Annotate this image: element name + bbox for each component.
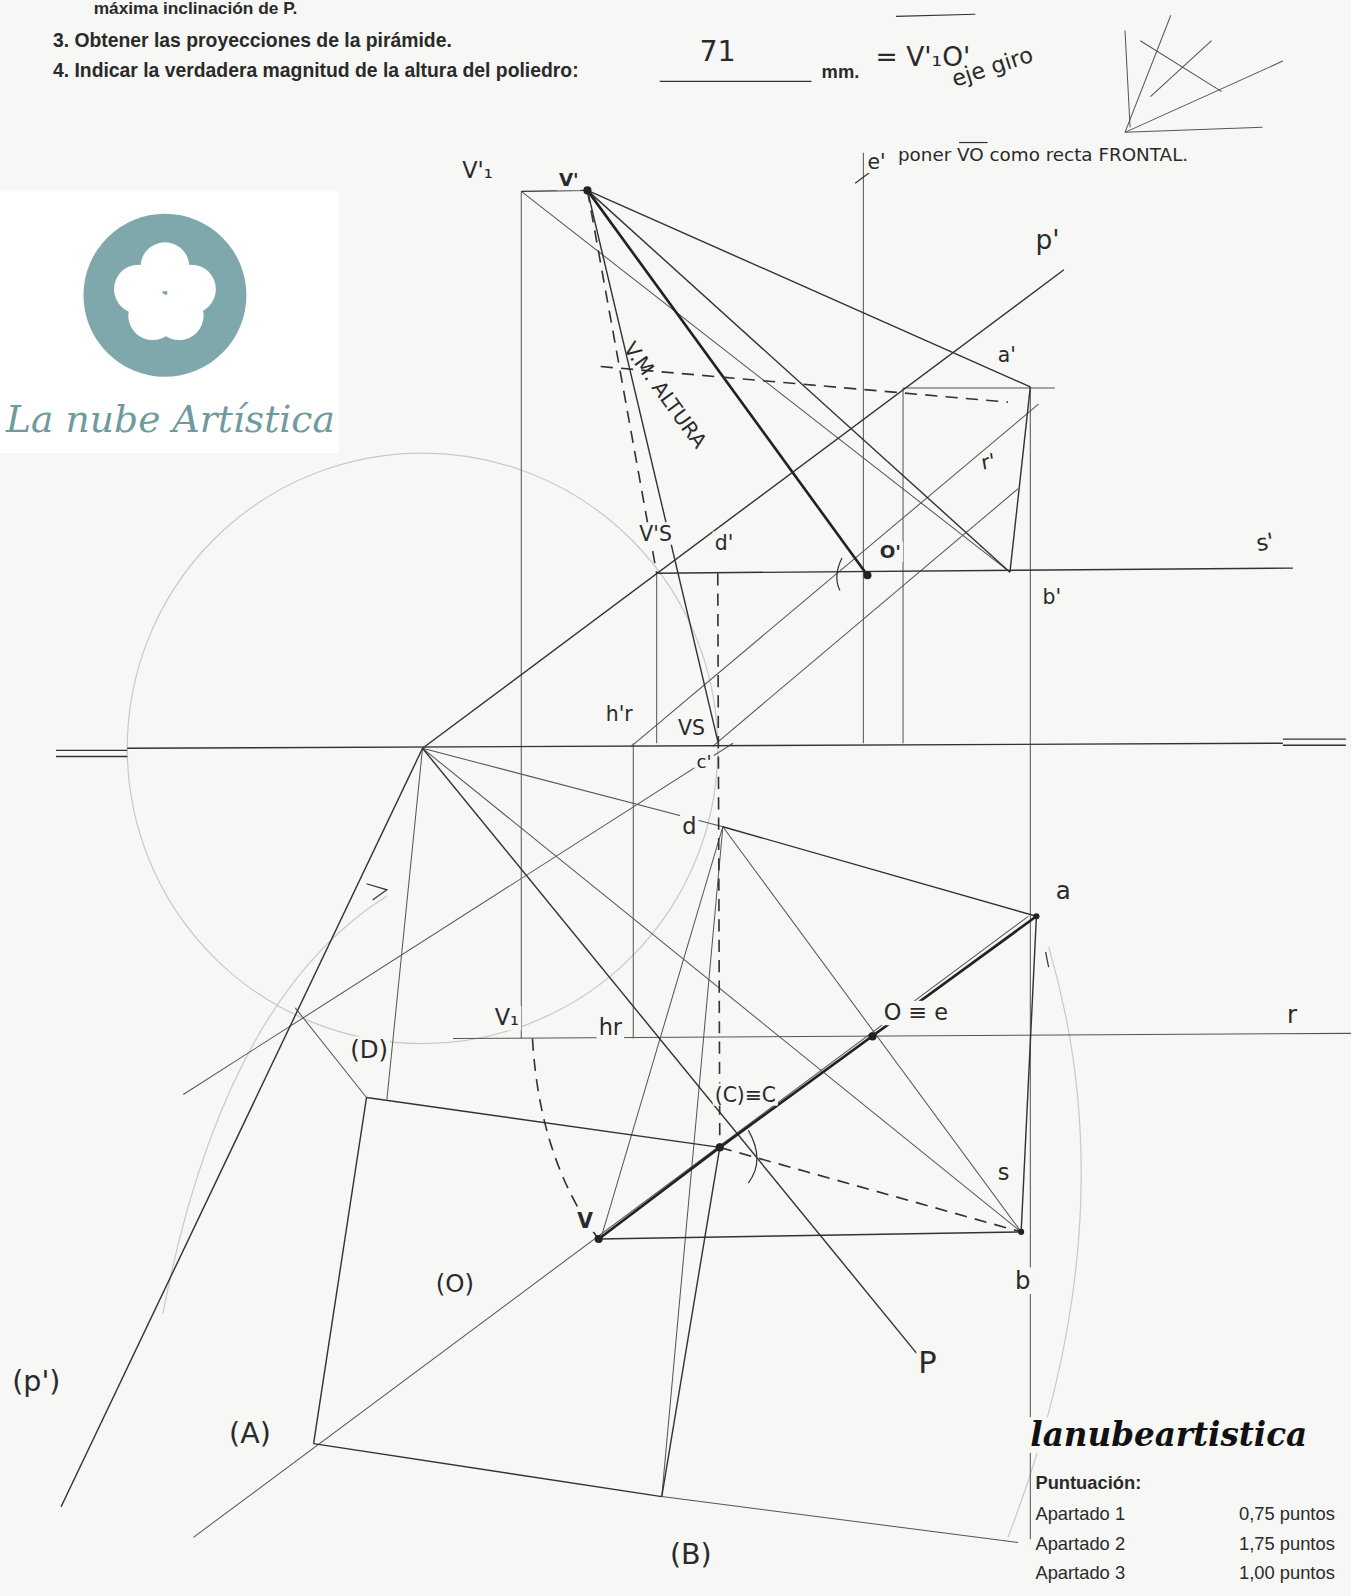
point-label: d [680, 814, 698, 839]
point-label: V'₁ [460, 159, 495, 184]
point-label: V [575, 1210, 595, 1232]
point-label: r' [977, 449, 999, 474]
point-label: V'S [637, 522, 674, 544]
point-label: V₁ [493, 1006, 521, 1031]
point-label: O ≡ e [882, 1001, 950, 1026]
printed-text: Apartado 3 [1033, 1564, 1127, 1584]
point-label: 71 [697, 37, 737, 68]
point-label: a [1054, 878, 1073, 905]
point-label: b' [1040, 585, 1063, 607]
point-label: b [1013, 1268, 1033, 1295]
printed-text: Puntuación: [1033, 1474, 1143, 1494]
point-label: hr [597, 1016, 624, 1041]
point-label: c' [694, 751, 713, 771]
watermark: La nube Artística [4, 399, 337, 440]
point-label: (A) [227, 1418, 273, 1449]
point-label: p' [1033, 226, 1061, 255]
printed-text: mm. [820, 63, 862, 83]
point-label: poner VO como recta FRONTAL. [896, 145, 1190, 165]
point-label: r [1285, 1002, 1299, 1029]
printed-text: Apartado 1 [1033, 1505, 1127, 1525]
point-label: P [916, 1346, 938, 1380]
point-label: h'r [604, 702, 635, 724]
watermark: lanubeartistica [1028, 1417, 1309, 1453]
printed-text: 3. Obtener las proyecciones de la pirámi… [51, 31, 454, 52]
point-label: (p') [10, 1366, 62, 1397]
point-label: (D) [348, 1036, 390, 1063]
point-label: e' [865, 151, 887, 173]
printed-text: 4. Indicar la verdadera magnitud de la a… [51, 61, 581, 82]
point-label: (C)≡C [713, 1083, 778, 1105]
point-label: (B) [668, 1539, 714, 1570]
point-label: V' [557, 170, 581, 190]
point-label: VS [676, 717, 707, 739]
printed-text: Apartado 2 [1033, 1534, 1127, 1554]
printed-text: 0,75 puntos [1237, 1505, 1337, 1525]
point-label: (O) [434, 1271, 476, 1298]
point-label: d' [713, 531, 736, 553]
printed-text: máxima inclinación de P. [92, 0, 300, 19]
printed-text: 1,00 puntos [1237, 1564, 1337, 1584]
point-label: s [996, 1161, 1012, 1186]
printed-text: 1,75 puntos [1237, 1534, 1337, 1554]
point-label: a' [996, 344, 1018, 366]
point-label: s' [1252, 529, 1278, 557]
point-label: O' [878, 542, 903, 562]
